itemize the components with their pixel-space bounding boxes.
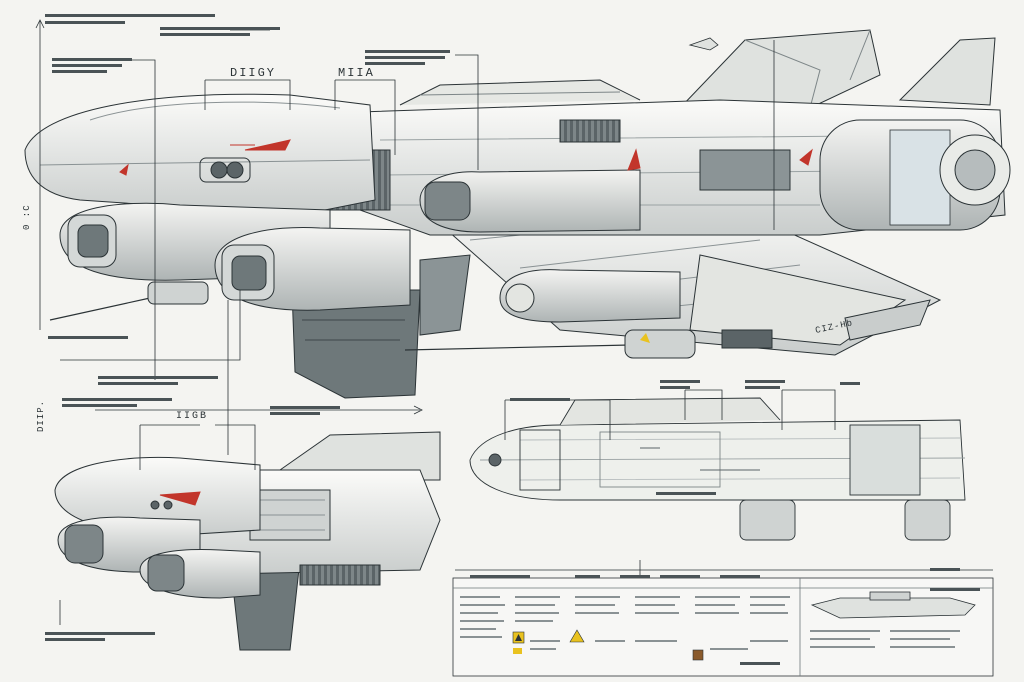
main-ship-illustration	[24, 29, 1011, 399]
top-label-1: DIIGY	[230, 66, 277, 80]
hazard-sticker-icon	[513, 648, 704, 661]
warning-icon	[512, 629, 585, 644]
side-label-bottom: DIIP.	[36, 399, 46, 432]
shuttle-sketch	[688, 37, 719, 51]
detail-label: IIGB	[176, 411, 209, 422]
side-elevation-diagram	[469, 397, 966, 541]
detail-ship-illustration	[54, 431, 441, 651]
fine-print-marks	[45, 14, 980, 665]
spec-panel	[452, 577, 994, 677]
side-label-top: 0 :C	[22, 204, 32, 230]
top-label-2: MIIA	[338, 66, 375, 80]
